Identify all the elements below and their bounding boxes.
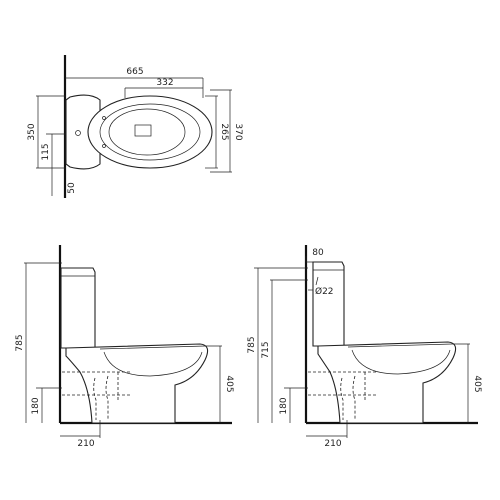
left-dim-seat-height: 405	[224, 375, 234, 392]
right-dim-pipe-diameter: Ø22	[315, 286, 334, 297]
left-outlet-hidden	[93, 377, 97, 420]
top-view-hinge-bolt	[102, 144, 106, 148]
top-view-bowl-outer	[87, 95, 213, 169]
top-view-button	[75, 130, 81, 136]
right-seat	[347, 343, 453, 348]
right-outlet-hidden	[352, 375, 356, 420]
dim-width-total: 665	[126, 67, 143, 77]
top-view-bowl-inner	[108, 108, 186, 156]
left-bowl-inner	[103, 351, 203, 377]
top-view-tank	[65, 94, 101, 170]
right-dim-height-tank: 715	[261, 341, 271, 358]
right-dim-seat-height: 405	[472, 375, 482, 392]
right-tank	[312, 261, 345, 347]
side-view-left: 785 180 405 210	[15, 245, 234, 449]
left-dim-height-total: 785	[15, 334, 25, 351]
dim-offset-wall: 50	[67, 182, 77, 194]
left-tank	[60, 267, 96, 349]
left-dim-outlet-height: 180	[31, 397, 41, 414]
top-view: 665 332 265 370 350 115 50	[27, 55, 243, 198]
right-dim-height-total: 785	[247, 336, 257, 353]
right-bowl-inner	[351, 349, 451, 375]
right-bowl	[317, 341, 457, 424]
left-outlet-hidden	[105, 375, 109, 420]
right-pipe-leader	[315, 276, 319, 286]
dim-depth-inner: 265	[219, 123, 229, 140]
dim-depth-tank: 350	[27, 123, 37, 140]
right-dim-outlet-distance: 210	[324, 439, 341, 449]
side-view-right: 80 Ø22 785 715 180 405 210	[247, 245, 482, 449]
right-outlet-hidden	[340, 377, 344, 420]
left-dim-outlet-distance: 210	[77, 439, 94, 449]
dim-width-bowl: 332	[156, 78, 173, 88]
left-seat	[99, 345, 206, 350]
right-dim-outlet-height: 180	[279, 397, 289, 414]
top-view-outlet	[134, 124, 152, 137]
top-view-seat-ring	[99, 103, 201, 161]
left-bowl	[65, 343, 209, 424]
top-view-hinge-bolt	[102, 116, 106, 120]
dim-depth-total: 370	[233, 123, 243, 140]
dim-offset-hole: 115	[41, 143, 51, 160]
right-dim-tank-gap: 80	[312, 248, 324, 258]
